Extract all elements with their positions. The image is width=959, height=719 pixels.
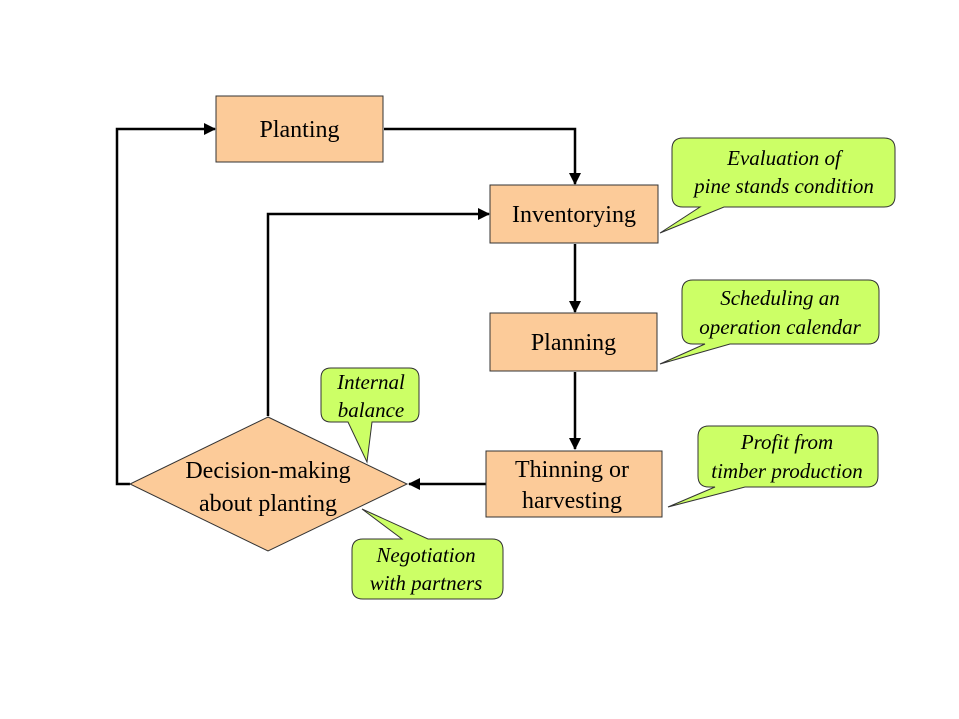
callout-evaluation-bubble bbox=[659, 137, 896, 234]
planning-node: Planning bbox=[489, 312, 658, 372]
callout-scheduling: Scheduling an operation calendar bbox=[659, 279, 880, 365]
callout-profit-bubble bbox=[667, 425, 879, 508]
callout-evaluation-line1: Evaluation of bbox=[726, 146, 844, 170]
thinning-node: Thinning or harvesting bbox=[485, 450, 663, 518]
callout-negotiation: Negotiation with partners bbox=[351, 508, 504, 600]
thinning-label-line2: harvesting bbox=[522, 488, 622, 514]
callout-negotiation-line2: with partners bbox=[370, 571, 483, 595]
decision-diamond bbox=[128, 416, 409, 552]
decision-label-line1: Decision-making bbox=[185, 458, 350, 484]
inventorying-node: Inventorying bbox=[489, 184, 659, 244]
planting-box bbox=[215, 95, 384, 163]
callout-scheduling-line2: operation calendar bbox=[699, 315, 861, 339]
callout-negotiation-line1: Negotiation bbox=[375, 543, 475, 567]
callout-profit: Profit from timber production bbox=[667, 425, 879, 508]
inventorying-label: Inventorying bbox=[512, 202, 636, 228]
connector-planting-to-inventorying bbox=[384, 127, 581, 185]
thinning-label-line1: Thinning or bbox=[515, 457, 629, 483]
callout-negotiation-bubble bbox=[351, 508, 504, 600]
decision-node: Decision-making about planting bbox=[128, 416, 409, 552]
callout-evaluation-line2: pine stands condition bbox=[692, 174, 874, 198]
callout-internal-balance-line1: Internal bbox=[336, 370, 405, 394]
connector-decision-to-inventorying bbox=[266, 208, 490, 416]
decision-label-line2: about planting bbox=[199, 491, 337, 517]
callout-profit-line1: Profit from bbox=[740, 430, 833, 454]
callout-evaluation: Evaluation of pine stands condition bbox=[659, 137, 896, 234]
connectors bbox=[115, 123, 581, 490]
planning-box bbox=[489, 312, 658, 372]
inventorying-box bbox=[489, 184, 659, 244]
callout-scheduling-line1: Scheduling an bbox=[720, 286, 840, 310]
thinning-box bbox=[485, 450, 663, 518]
callout-profit-line2: timber production bbox=[711, 459, 862, 483]
planting-node: Planting bbox=[215, 95, 384, 163]
callout-scheduling-bubble bbox=[659, 279, 880, 365]
callout-internal-balance-line2: balance bbox=[338, 398, 404, 422]
connector-decision-to-planting bbox=[115, 123, 216, 486]
planning-label: Planning bbox=[531, 330, 616, 356]
callout-internal-balance: Internal balance bbox=[320, 367, 420, 464]
callout-internal-balance-bubble bbox=[320, 367, 420, 464]
planting-label: Planting bbox=[259, 117, 339, 143]
